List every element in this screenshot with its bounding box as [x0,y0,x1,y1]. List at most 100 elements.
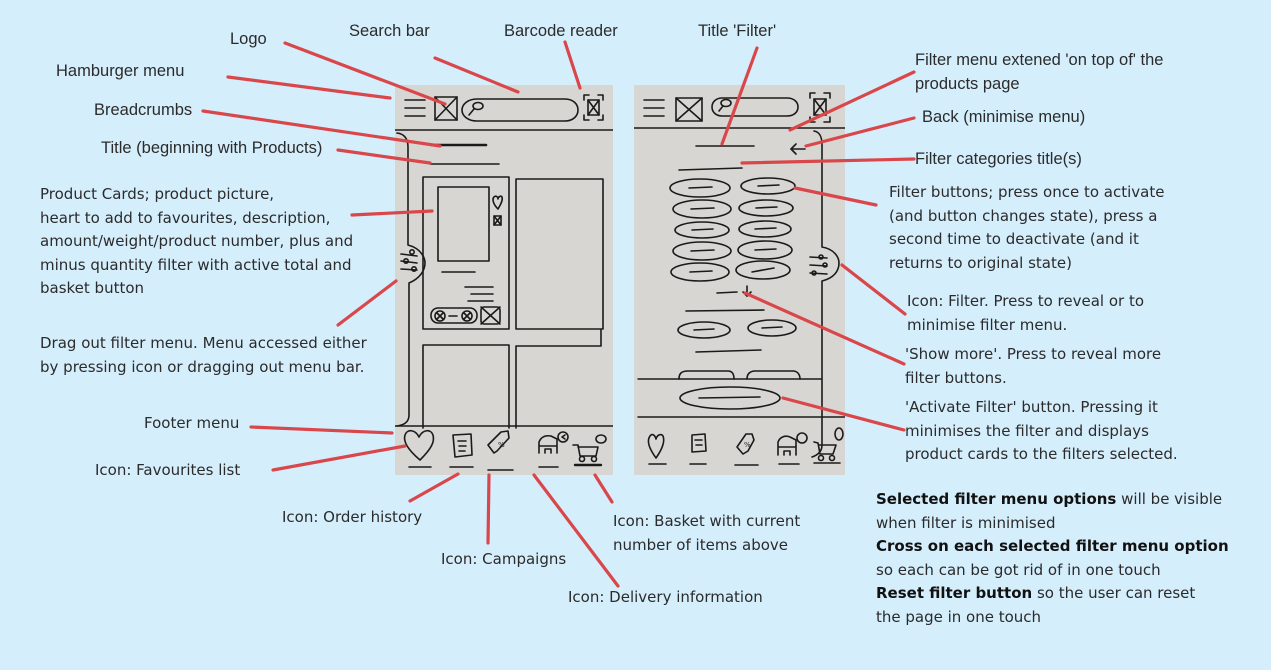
heart-icon[interactable] [403,429,435,461]
design-notes: Selected filter menu options will be vis… [876,488,1256,630]
leader-product-cards [350,209,434,217]
product-card[interactable] [422,176,510,330]
note-selected-options: Selected filter menu options will be vis… [876,490,1223,532]
product-number-icon [493,215,502,226]
label-filter-buttons: Filter buttons; press once to activate (… [889,183,1165,272]
label-activate-filter: 'Activate Filter' button. Pressing it mi… [905,398,1178,463]
label-barcode-reader: Barcode reader [504,22,618,40]
search-bar[interactable] [461,98,579,122]
label-icon-basket: Icon: Basket with current number of item… [613,512,801,554]
wireframe-filter-page: % [634,85,845,475]
leader-delivery [532,473,620,588]
product-card[interactable] [515,178,604,330]
filter-buttons-grid [669,177,796,282]
filter-category-title [678,167,743,171]
basket-icon[interactable] [813,427,844,464]
label-drag-filter: Drag out filter menu. Menu accessed eith… [40,334,367,376]
delivery-truck-icon[interactable] [538,431,569,468]
leader-show-more [743,291,906,366]
leader-favourites [271,444,407,472]
filter-sliders-icon[interactable] [809,254,828,276]
label-product-cards: Product Cards; product picture, heart to… [40,185,354,297]
quantity-stepper[interactable] [430,307,478,324]
label-filter-categories: Filter categories title(s) [915,150,1082,168]
leader-filter-categories [740,157,916,165]
filter-category-title [695,349,762,353]
label-icon-delivery: Icon: Delivery information [568,588,763,606]
leader-hamburger [226,75,392,100]
activate-filter-button[interactable] [679,386,781,410]
basket-icon[interactable] [572,434,607,467]
campaign-tag-icon[interactable]: % [734,433,759,466]
search-bar[interactable] [711,97,799,117]
heart-icon[interactable] [647,433,665,459]
minus-button[interactable] [434,310,446,322]
leader-filter-buttons [793,186,878,207]
label-back: Back (minimise menu) [922,108,1086,126]
svg-text:%: % [744,441,751,449]
campaign-tag-icon[interactable]: % [487,430,514,471]
leader-campaigns [486,473,491,545]
label-logo: Logo [230,30,267,48]
filter-sliders-icon[interactable] [400,249,418,273]
hamburger-icon[interactable] [643,99,665,117]
label-show-more: 'Show more'. Press to reveal more filter… [905,345,1162,387]
filter-button[interactable] [674,221,730,239]
leader-breadcrumbs [201,109,442,148]
product-card[interactable] [422,344,510,429]
logo-placeholder-icon [675,97,703,122]
favourite-heart-icon[interactable] [492,195,504,210]
label-hamburger-menu: Hamburger menu [56,62,185,80]
filter-button[interactable] [735,260,791,280]
wireframe-products-page: % [395,85,613,475]
filter-button[interactable] [677,321,731,339]
filter-button[interactable] [738,199,794,217]
svg-text:%: % [498,441,505,449]
search-icon [468,101,484,116]
leader-barcode [563,40,582,90]
note-reset-filter: Reset filter button so the user can rese… [876,584,1196,626]
leader-title [336,148,432,165]
back-arrow-icon[interactable] [790,143,806,155]
footer-menu: % [647,427,844,466]
product-picture [437,186,490,262]
delivery-truck-icon[interactable] [777,432,808,465]
filter-button[interactable] [678,370,735,380]
label-icon-order-history: Icon: Order history [282,508,423,526]
label-icon-filter: Icon: Filter. Press to reveal or to mini… [907,292,1145,334]
footer-menu: % [403,429,607,471]
leader-title-filter [720,46,759,146]
leader-footer [249,425,394,435]
filter-button[interactable] [672,199,732,219]
filter-button[interactable] [672,241,732,261]
leader-activate-filter [781,396,906,432]
search-icon [718,98,732,112]
label-footer-menu: Footer menu [144,414,240,432]
leader-back [804,116,916,148]
leader-order-history [408,472,460,503]
filter-button[interactable] [740,177,796,195]
leader-search-bar [433,56,520,94]
barcode-scanner-icon[interactable] [583,94,604,121]
label-title-filter: Title 'Filter' [698,22,777,40]
filter-button[interactable] [669,178,731,198]
filter-button[interactable] [747,319,797,337]
note-cross-option: Cross on each selected filter menu optio… [876,537,1229,579]
product-card[interactable] [515,329,602,429]
plus-button[interactable] [461,310,473,322]
label-icon-campaigns: Icon: Campaigns [441,550,567,568]
label-search-bar: Search bar [349,22,430,40]
basket-count-badge [595,434,607,444]
add-to-basket-button[interactable] [480,306,501,325]
filter-button[interactable] [746,370,801,380]
filter-button[interactable] [670,262,730,282]
hamburger-icon[interactable] [404,99,426,117]
leader-basket [593,473,614,504]
order-history-icon[interactable] [689,433,707,465]
filter-button[interactable] [738,220,792,238]
order-history-icon[interactable] [449,433,474,468]
label-breadcrumbs: Breadcrumbs [94,101,193,119]
filter-panel-edge[interactable] [811,130,840,458]
filter-button[interactable] [737,240,793,260]
